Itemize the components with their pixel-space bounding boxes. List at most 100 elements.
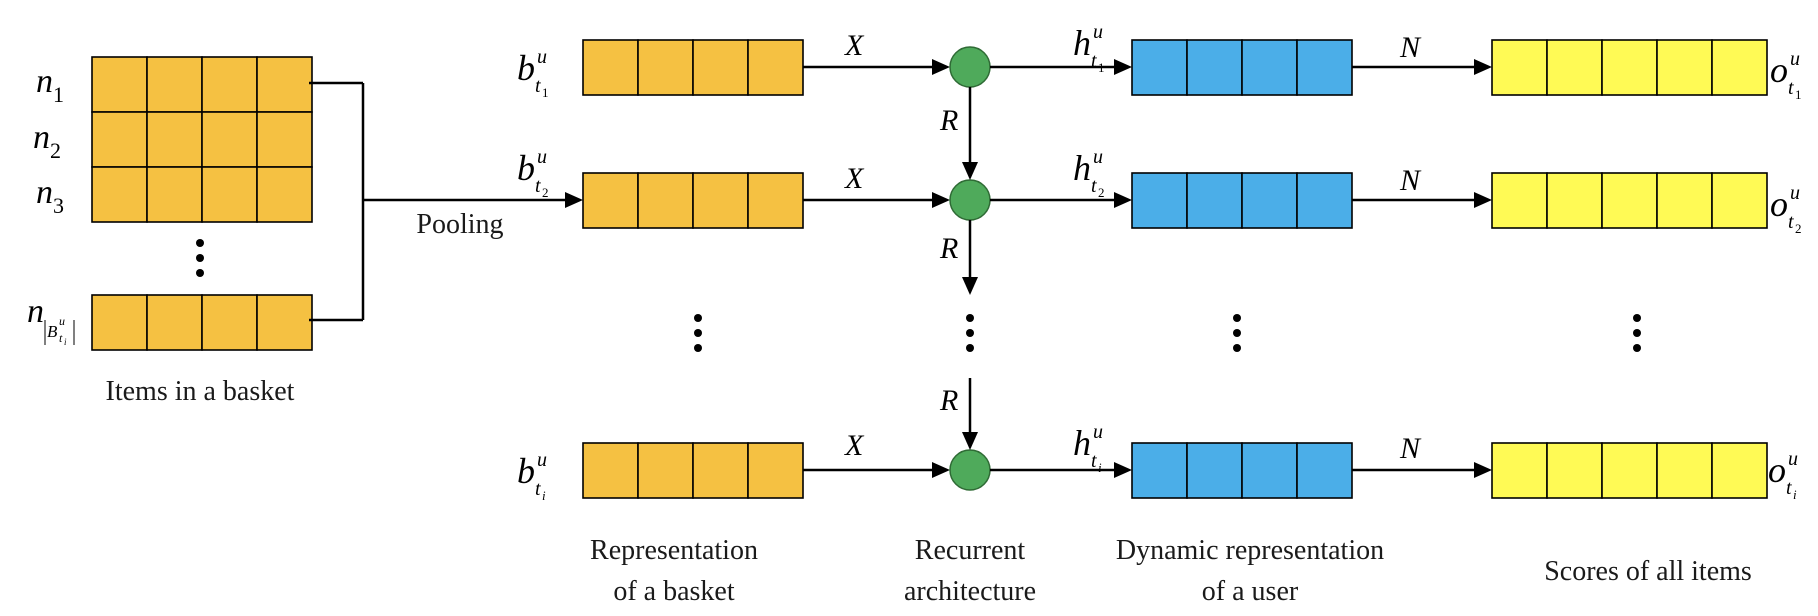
n-arrow-row-3-head xyxy=(1474,462,1492,478)
caption-user-rep-line1: Dynamic representation xyxy=(1116,535,1384,566)
scores-row-1-cell xyxy=(1601,39,1658,96)
svg-text:u: u xyxy=(1093,21,1103,43)
label-o-ti: o u t i xyxy=(1768,448,1798,502)
label-o-t2: o u t 2 xyxy=(1770,182,1802,236)
basket-rep-row-2-cell xyxy=(637,172,694,229)
svg-text:2: 2 xyxy=(542,185,549,200)
rnn-node-2 xyxy=(949,179,991,221)
pooling-label: Pooling xyxy=(416,209,503,240)
basket-item-row-cell xyxy=(201,166,258,223)
svg-text:t: t xyxy=(1786,477,1792,499)
scores-row-2-cell xyxy=(1711,172,1768,229)
row-i-labels: b u t i X h u t i N o u t i xyxy=(517,421,1798,503)
svg-text:o: o xyxy=(1768,450,1786,490)
n-label-row2: N xyxy=(1399,164,1422,197)
svg-text:u: u xyxy=(537,146,547,168)
svg-text:b: b xyxy=(517,451,535,491)
svg-text:t: t xyxy=(1788,77,1794,99)
scores-ellipsis-dot xyxy=(1633,329,1641,337)
n-arrow-row-2-head xyxy=(1474,192,1492,208)
basket-item-row-cell xyxy=(256,166,313,223)
basket-rep-ellipsis-dot xyxy=(694,329,702,337)
svg-text:t: t xyxy=(1091,175,1097,197)
svg-text:o: o xyxy=(1770,50,1788,90)
scores-row-1-cell xyxy=(1711,39,1768,96)
scores-row-2-cell xyxy=(1491,172,1548,229)
caption-recurrent-line1: Recurrent xyxy=(915,535,1026,566)
svg-text:u: u xyxy=(59,314,65,328)
r-arrow-1-head xyxy=(962,162,978,180)
svg-text:i: i xyxy=(1098,460,1102,475)
basket-rep-row-3-cell xyxy=(747,442,804,499)
item-label-n-last: n B u t i xyxy=(27,293,75,347)
r-label-3: R xyxy=(939,384,958,417)
row-1-labels: b u t 1 X h u t 1 N o u t 1 xyxy=(517,21,1802,102)
label-b-t2: b u t 2 xyxy=(517,146,549,200)
basket-item-row-cell xyxy=(146,166,203,223)
basket-item-last-row-cell xyxy=(146,294,203,351)
recurrent-ellipsis-dot xyxy=(966,344,974,352)
svg-text:h: h xyxy=(1073,148,1091,188)
r-arrow-3-head xyxy=(962,432,978,450)
svg-text:t: t xyxy=(1788,211,1794,233)
svg-text:u: u xyxy=(537,46,547,68)
svg-text:t: t xyxy=(535,175,541,197)
basket-item-last-row-cell xyxy=(256,294,313,351)
caption-user-rep-line2: of a user xyxy=(1202,576,1299,607)
basket-item-row-cell xyxy=(201,111,258,168)
label-b-ti: b u t i xyxy=(517,449,547,503)
basket-item-row-cell xyxy=(256,56,313,113)
svg-text:h: h xyxy=(1073,23,1091,63)
basket-rep-row-3-cell xyxy=(582,442,639,499)
user-rep-row-2-cell xyxy=(1241,172,1298,229)
svg-text:u: u xyxy=(1790,48,1800,70)
scores-row-1-cell xyxy=(1546,39,1603,96)
user-rep-row-1-cell xyxy=(1296,39,1353,96)
x-arrow-row-2-head xyxy=(932,192,950,208)
basket-rep-row-1-cell xyxy=(637,39,694,96)
rnn-node-3 xyxy=(949,449,991,491)
basket-item-row-cell xyxy=(91,111,148,168)
user-rep-row-3-cell xyxy=(1296,442,1353,499)
svg-text:u: u xyxy=(1093,421,1103,443)
svg-text:n: n xyxy=(27,293,44,330)
svg-text:B: B xyxy=(47,322,58,341)
svg-text:u: u xyxy=(1093,146,1103,168)
basket-rep-row-3-cell xyxy=(637,442,694,499)
svg-text:b: b xyxy=(517,48,535,88)
n-arrow-row-1-head xyxy=(1474,59,1492,75)
basket-rep-ellipsis-dot xyxy=(694,344,702,352)
svg-text:o: o xyxy=(1770,184,1788,224)
recurrent-ellipsis-dot xyxy=(966,329,974,337)
x-label-rowi: X xyxy=(844,429,865,462)
row-2-labels: b u t 2 X h u t 2 N o u t 2 xyxy=(517,146,1802,236)
basket-ellipsis-dot xyxy=(196,269,204,277)
pooling-arrow-head xyxy=(565,192,583,208)
n-label-rowi: N xyxy=(1399,432,1422,465)
scores-row-2-cell xyxy=(1601,172,1658,229)
caption-basket-rep-line1: Representation xyxy=(590,535,758,566)
scores-row-3-cell xyxy=(1546,442,1603,499)
user-rep-ellipsis-dot xyxy=(1233,314,1241,322)
rnn-node-1 xyxy=(949,46,991,88)
svg-text:u: u xyxy=(537,449,547,471)
basket-rep-row-1-cell xyxy=(747,39,804,96)
basket-rep-row-2-cell xyxy=(692,172,749,229)
svg-text:i: i xyxy=(542,488,546,503)
user-rep-row-2-cell xyxy=(1131,172,1188,229)
user-rep-row-2-cell xyxy=(1186,172,1243,229)
user-rep-row-1-cell xyxy=(1186,39,1243,96)
item-label-n2: n2 xyxy=(33,119,61,163)
x-arrow-row-3-head xyxy=(932,462,950,478)
basket-item-last-row-cell xyxy=(91,294,148,351)
label-h-ti: h u t i xyxy=(1073,421,1103,475)
svg-text:2: 2 xyxy=(1795,221,1802,236)
scores-row-3-cell xyxy=(1491,442,1548,499)
basket-item-row-cell xyxy=(146,111,203,168)
basket-rep-row-3-cell xyxy=(692,442,749,499)
svg-text:t: t xyxy=(535,478,541,500)
scores-ellipsis-dot xyxy=(1633,314,1641,322)
scores-row-3-cell xyxy=(1656,442,1713,499)
scores-row-1-cell xyxy=(1491,39,1548,96)
